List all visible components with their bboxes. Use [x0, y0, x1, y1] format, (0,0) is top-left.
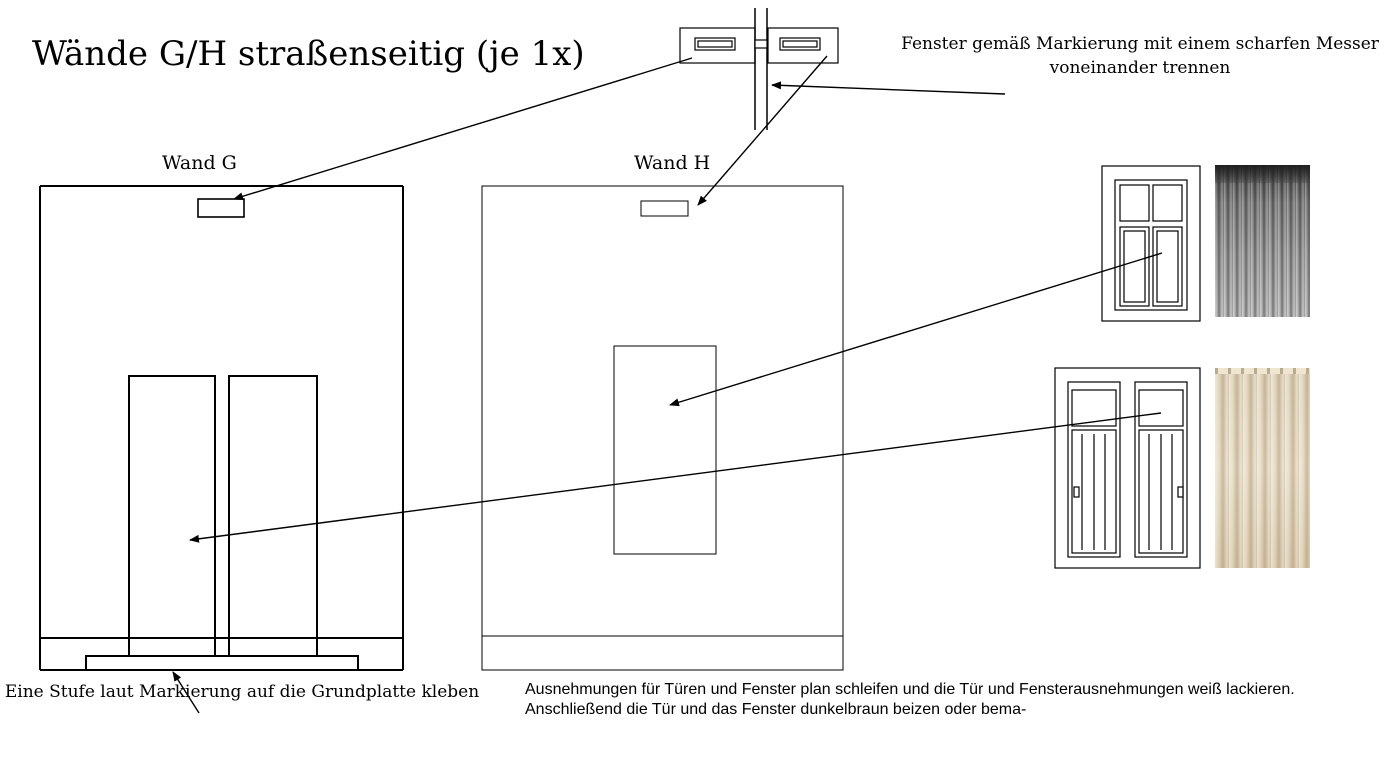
wall-g-step — [85, 655, 359, 671]
door-outer-frame — [1054, 367, 1201, 569]
wall-h-door-opening — [613, 345, 717, 555]
arrow-cut-line — [771, 81, 1006, 95]
arrow-door-to-wall-g — [189, 412, 1162, 543]
wall-g-door-left — [128, 375, 216, 657]
wall-g-label: Wand G — [162, 152, 237, 174]
callout-arrows — [172, 55, 1163, 714]
wall-h-outline — [481, 185, 844, 671]
small-window-frame — [1101, 165, 1201, 322]
double-door-detail — [1054, 367, 1201, 569]
wall-h-window-opening — [640, 200, 689, 217]
page-title: Wände G/H straßenseitig (je 1x) — [32, 34, 585, 74]
wall-h-label: Wand H — [634, 152, 711, 174]
beige-curtain-sample — [1215, 368, 1310, 568]
window-separation-note: Fenster gemäß Markierung mit einem schar… — [901, 34, 1379, 78]
window-cutout-pair — [679, 8, 839, 130]
wall-g-window-opening — [197, 198, 245, 218]
arrow-window-to-wall-h — [697, 55, 828, 206]
small-window-detail — [1101, 165, 1201, 322]
arrow-small-window-to-wall-h — [669, 252, 1163, 407]
grey-curtain-sample — [1215, 165, 1310, 317]
step-note: Eine Stufe laut Markierung auf die Grund… — [4, 682, 480, 702]
window-cutout-right — [767, 27, 839, 64]
wall-g-drawing — [39, 185, 404, 671]
arrow-step — [172, 671, 200, 714]
wall-h-drawing — [481, 185, 844, 671]
finishing-note: Ausnehmungen für Türen und Fenster plan … — [525, 681, 1295, 718]
arrow-window-to-wall-g — [233, 57, 693, 201]
wall-g-door-right — [228, 375, 318, 657]
